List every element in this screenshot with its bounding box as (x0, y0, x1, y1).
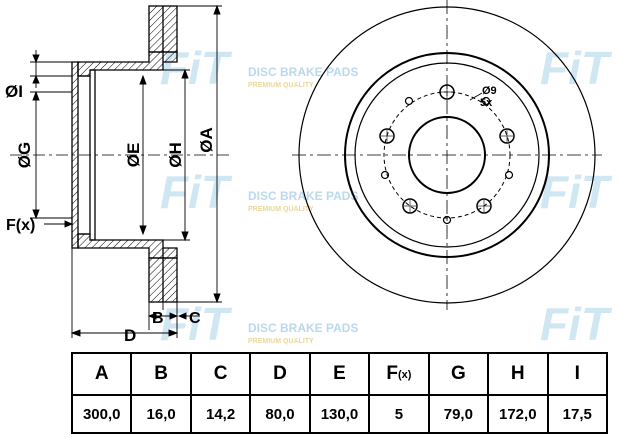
watermark-logo: FiT (540, 298, 613, 350)
label-hole-count: 5x (480, 97, 493, 109)
header-i: I (546, 352, 608, 396)
label-phi-g: ØG (15, 142, 34, 168)
watermark-tagline: DISC BRAKE PADS (248, 189, 358, 203)
header-g: G (427, 352, 490, 396)
value-d: 80,0 (249, 394, 311, 434)
header-f-sub: (x) (397, 369, 412, 381)
bolt-hole (476, 198, 492, 214)
table-value-row: 300,0 16,0 14,2 80,0 130,0 5 79,0 172,0 … (70, 394, 608, 434)
label-phi-i: ØI (5, 82, 23, 101)
value-c: 14,2 (189, 394, 252, 434)
bolt-hole (379, 128, 395, 144)
small-holes (380, 96, 514, 225)
watermark-tagline: DISC BRAKE PADS (248, 321, 358, 335)
value-a: 300,0 (70, 394, 133, 434)
bolt-holes (379, 84, 515, 214)
label-d: D (124, 326, 136, 345)
watermark-logo: FiT (540, 166, 613, 218)
bolt-hole (499, 128, 515, 144)
specification-table: A B C D E F(x) G H I 300,0 16,0 14,2 80,… (70, 352, 608, 434)
value-b: 16,0 (130, 394, 192, 434)
watermark-group: FiT DISC BRAKE PADS PREMIUM QUALITY FiT … (160, 42, 613, 350)
label-c: C (189, 310, 201, 327)
watermark-logo: FiT (160, 166, 233, 218)
watermark-subline: PREMIUM QUALITY (248, 206, 314, 213)
label-hole-diameter: Ø9 (482, 85, 497, 97)
section-dimensions (30, 4, 222, 338)
value-h: 172,0 (487, 394, 549, 434)
label-f-x: F(x) (6, 217, 35, 234)
brake-disc-drawing: FiT DISC BRAKE PADS PREMIUM QUALITY FiT … (5, 0, 613, 350)
label-phi-h: ØH (166, 142, 185, 168)
table-header-row: A B C D E F(x) G H I (70, 352, 608, 396)
header-e: E (308, 352, 371, 396)
label-phi-a: ØA (197, 127, 216, 153)
label-phi-e: ØE (124, 143, 143, 168)
value-i: 17,5 (546, 394, 608, 434)
value-f: 5 (368, 394, 430, 434)
watermark-subline: PREMIUM QUALITY (248, 338, 314, 345)
cross-section-view (10, 5, 230, 303)
label-b: B (152, 310, 164, 327)
header-b: B (130, 352, 192, 396)
watermark-logo: FiT (160, 298, 233, 350)
header-f: F(x) (368, 352, 430, 396)
section-labels: ØA ØH ØE ØG ØI F(x) D B C (5, 82, 216, 345)
watermark-subline: PREMIUM QUALITY (248, 82, 314, 89)
header-h: H (487, 352, 549, 396)
watermark-tagline: DISC BRAKE PADS (248, 65, 358, 79)
bolt-hole (402, 198, 418, 214)
bolt-hole (439, 84, 455, 100)
front-view (292, 0, 602, 310)
value-g: 79,0 (427, 394, 490, 434)
header-c: C (189, 352, 252, 396)
section-hat-bottom (77, 233, 178, 259)
header-a: A (70, 352, 133, 396)
front-labels: Ø9 5x (480, 85, 497, 109)
value-e: 130,0 (308, 394, 371, 434)
header-d: D (249, 352, 311, 396)
header-f-letter: F (386, 363, 398, 384)
